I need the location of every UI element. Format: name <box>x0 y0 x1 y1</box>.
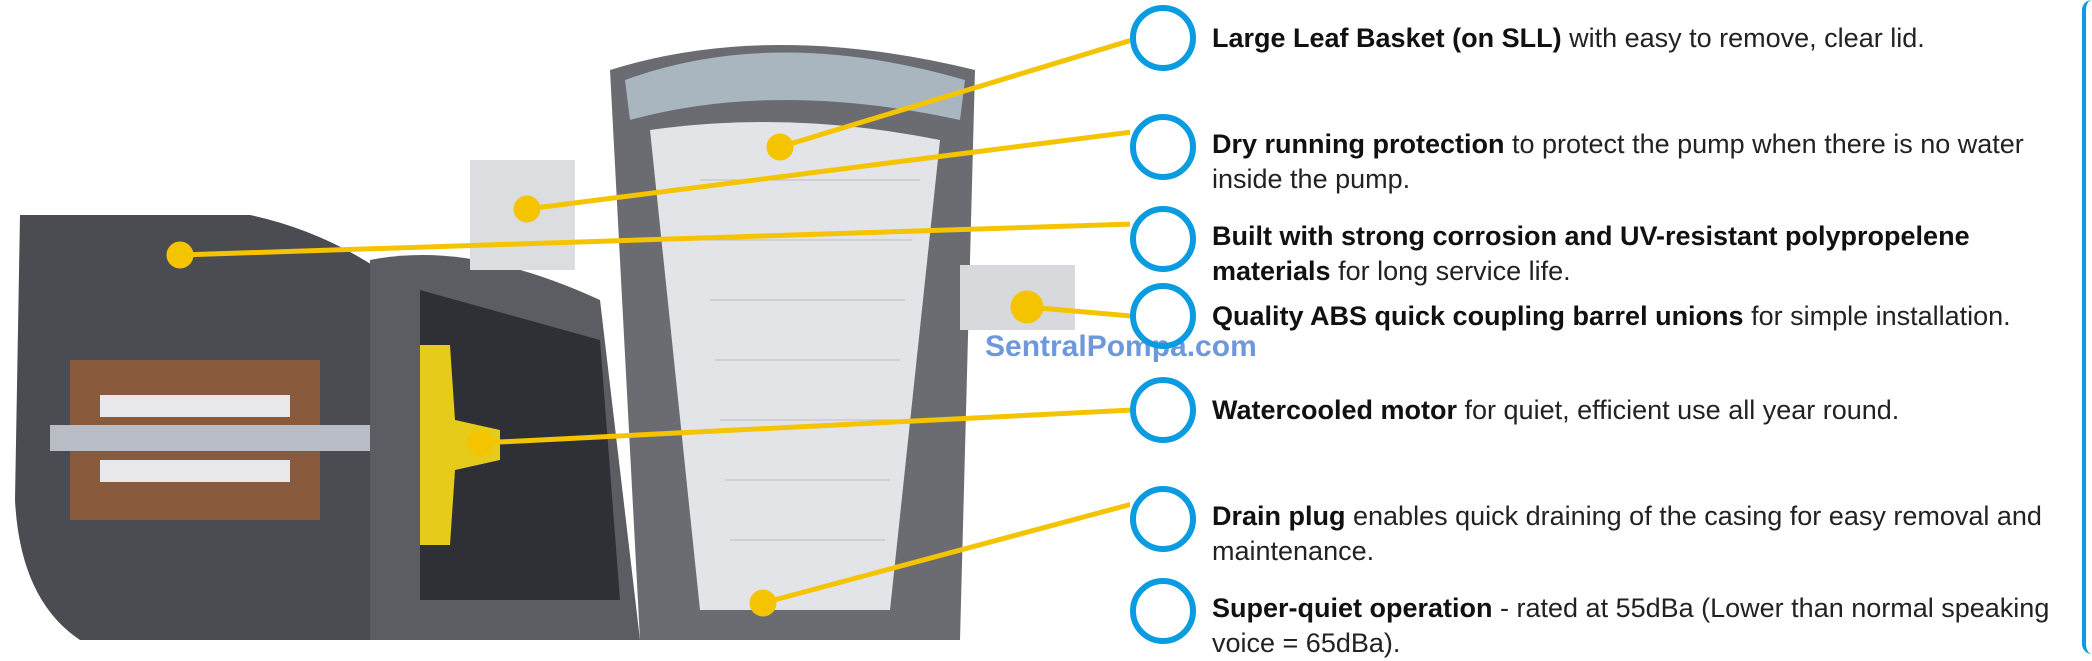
feature-item: Quality ABS quick coupling barrel unions… <box>1130 283 2082 349</box>
feature-desc: for quiet, efficient use all year round. <box>1457 394 1900 425</box>
feature-item: Built with strong corrosion and UV-resis… <box>1130 189 2082 289</box>
callout-circle-icon <box>1130 377 1196 443</box>
feature-title: Built with strong corrosion and UV-resis… <box>1212 221 1970 286</box>
feature-desc: to protect the pump when there is no wat… <box>1212 129 2024 194</box>
watermark: SentralPompa.com <box>985 330 1257 363</box>
feature-desc: for long service life. <box>1330 256 1571 286</box>
feature-title: Drain plug <box>1212 501 1346 531</box>
feature-title: Watercooled motor <box>1212 394 1458 425</box>
feature-item: Drain plug enables quick draining of the… <box>1130 469 2082 569</box>
callout-circle-icon <box>1130 486 1196 552</box>
impeller <box>420 345 500 545</box>
feature-title: Super-quiet operation <box>1212 593 1493 623</box>
leaf-basket <box>650 122 940 610</box>
callout-circle-icon <box>1130 283 1196 349</box>
feature-desc: for simple installation. <box>1743 300 2011 331</box>
feature-item: Dry running protection to protect the pu… <box>1130 97 2082 197</box>
feature-item: Super-quiet operation - rated at 55dBa (… <box>1130 561 2082 661</box>
feature-desc: - rated at 55dBa (Lower than normal spea… <box>1212 593 2050 658</box>
pump-cutaway-illustration <box>15 37 1130 640</box>
feature-desc: enables quick draining of the casing for… <box>1212 501 2042 566</box>
clear-lid <box>625 52 965 120</box>
callout-circle-icon <box>1130 578 1196 644</box>
feature-item: Large Leaf Basket (on SLL) with easy to … <box>1130 5 2082 71</box>
feature-desc: with easy to remove, clear lid. <box>1561 22 1925 53</box>
feature-title: Quality ABS quick coupling barrel unions <box>1212 300 1744 331</box>
feature-title: Large Leaf Basket (on SLL) <box>1212 22 1562 53</box>
feature-title: Dry running protection <box>1212 129 1505 159</box>
page-edge-border <box>2082 0 2092 654</box>
callout-circle-icon <box>1130 114 1196 180</box>
callout-circle-icon <box>1130 206 1196 272</box>
callout-circle-icon <box>1130 5 1196 71</box>
feature-item: Watercooled motor for quiet, efficient u… <box>1130 377 2082 443</box>
